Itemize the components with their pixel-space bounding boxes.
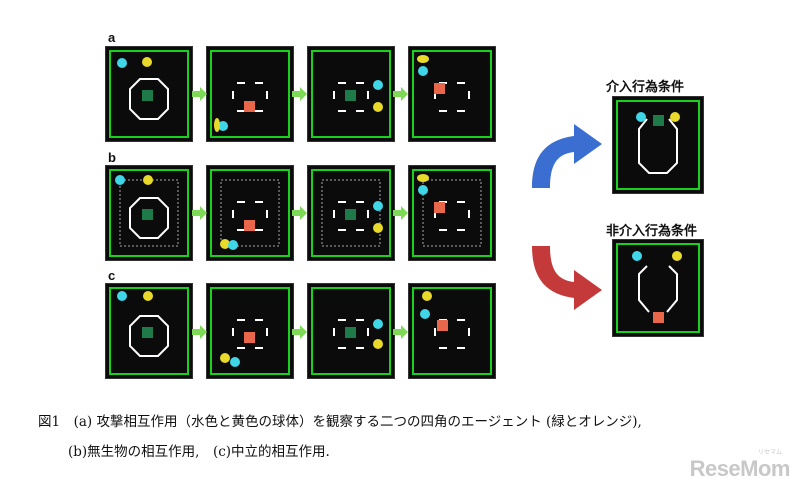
green-arrow-icon xyxy=(393,206,408,220)
figure-caption-line-2: (b)無生物の相互作用, (c)中立的相互作用. xyxy=(68,444,330,460)
green-arrow-icon xyxy=(292,87,307,101)
resemom-logo: ReseMom xyxy=(689,456,791,481)
green-arrow-icon xyxy=(192,325,207,339)
panel-c1 xyxy=(106,284,192,378)
panel-a3 xyxy=(308,47,394,141)
panel-intervention xyxy=(613,97,703,193)
red-curved-arrow-icon xyxy=(532,246,602,310)
panel-c3 xyxy=(308,284,394,378)
row-label-b: b xyxy=(108,150,116,165)
panel-b4 xyxy=(409,166,495,260)
intervention-condition-title: 介入行為条件 xyxy=(606,80,685,95)
green-arrow-icon xyxy=(192,87,207,101)
figure-caption-line-1: 図1 (a) 攻撃相互作用（水色と黄色の球体）を観察する二つの四角のエージェント… xyxy=(38,414,642,430)
green-arrow-icon xyxy=(393,325,408,339)
logo-subtext: リセマム xyxy=(757,449,782,456)
panel-a4 xyxy=(409,47,495,141)
row-label-a: a xyxy=(108,30,116,45)
panel-b1 xyxy=(106,166,192,260)
green-arrow-icon xyxy=(292,206,307,220)
panel-c4 xyxy=(409,284,495,378)
non-intervention-condition-title: 非介入行為条件 xyxy=(606,224,698,239)
green-arrow-icon xyxy=(393,87,408,101)
panel-non-intervention xyxy=(613,240,703,336)
blue-curved-arrow-icon xyxy=(532,124,602,188)
green-arrow-icon xyxy=(292,325,307,339)
panel-b3 xyxy=(308,166,394,260)
panel-b2 xyxy=(207,166,293,260)
row-label-c: c xyxy=(108,268,116,283)
panel-a2 xyxy=(207,47,293,141)
panel-c2 xyxy=(207,284,293,378)
green-arrow-icon xyxy=(192,206,207,220)
panel-a1 xyxy=(106,47,192,141)
